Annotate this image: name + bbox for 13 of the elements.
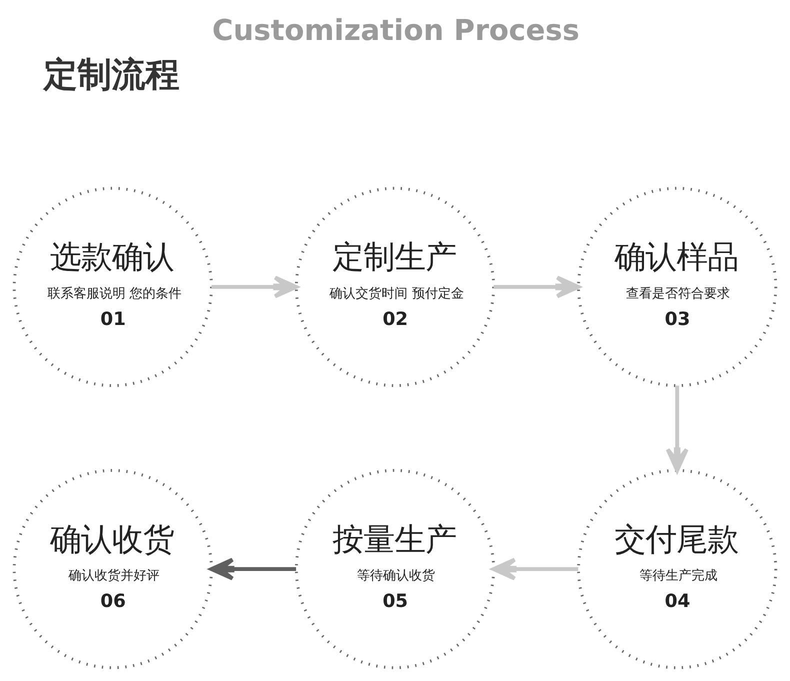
node-circle: 确认样品 查看是否符合要求 03 xyxy=(577,186,778,387)
arrow xyxy=(494,276,580,298)
label: 定制流程 xyxy=(44,55,180,96)
arrow xyxy=(492,558,578,580)
arrow xyxy=(666,386,689,472)
node-circle: 定制生产 确认交货时间 预付定金 02 xyxy=(294,186,496,387)
arrow xyxy=(212,276,298,298)
node-circle: 选款确认 联系客服说明 您的条件 01 xyxy=(12,186,213,387)
node-circle: 确认收货 确认收货并好评 06 xyxy=(12,469,213,670)
node-circle: 按量生产 等待确认收货 05 xyxy=(294,469,496,670)
arrow xyxy=(210,558,296,580)
diagram-title: Customization Process xyxy=(212,13,580,48)
node-circle: 交付尾款 等待生产完成 04 xyxy=(577,469,778,670)
